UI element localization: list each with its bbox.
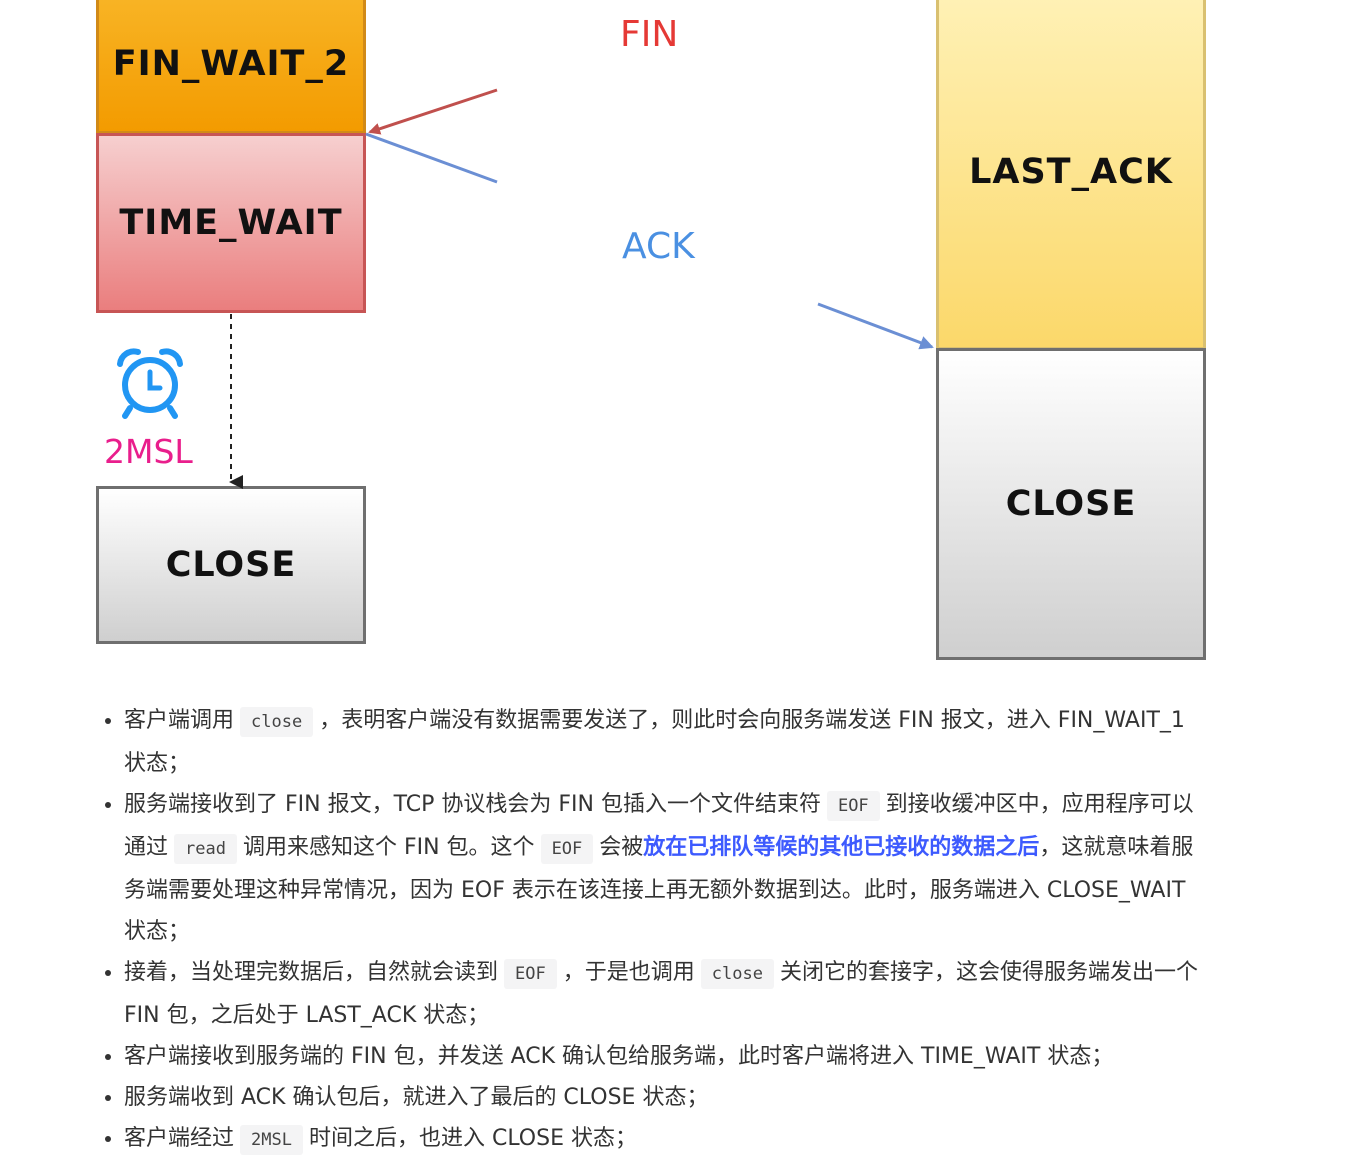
fin-label: FIN — [620, 14, 679, 55]
tcp-close-diagram: FIN_WAIT_2 TIME_WAIT CLOSE LAST_ACK CLOS… — [96, 0, 1206, 660]
server-state-close: CLOSE — [936, 348, 1206, 660]
arrows-layer — [229, 88, 934, 489]
client-state-time-wait: TIME_WAIT — [96, 133, 366, 313]
inline-code: EOF — [826, 791, 880, 821]
ack-label: ACK — [622, 226, 695, 267]
highlight-text: 放在已排队等候的其他已接收的数据之后 — [643, 835, 1040, 860]
ack-arrow — [817, 302, 934, 350]
list-item: 客户端接收到服务端的 FIN 包，并发送 ACK 确认包给服务端，此时客户端将进… — [124, 1036, 1210, 1077]
alarm-clock-icon — [117, 348, 183, 419]
inline-code: EOF — [540, 834, 594, 864]
server-state-last-ack: LAST_ACK — [936, 0, 1206, 350]
list-item: 服务端接收到了 FIN 报文，TCP 协议栈会为 FIN 包插入一个文件结束符E… — [124, 784, 1210, 952]
ack-line-out — [365, 132, 498, 184]
inline-code: EOF — [504, 959, 557, 989]
list-item: 服务端收到 ACK 确认包后，就进入了最后的 CLOSE 状态； — [124, 1077, 1210, 1118]
inline-code: 2MSL — [240, 1125, 303, 1155]
list-item: 接着，当处理完数据后，自然就会读到EOF，于是也调用close关闭它的套接字，这… — [124, 952, 1210, 1036]
inline-code: close — [240, 707, 314, 737]
inline-code: close — [700, 959, 774, 989]
client-state-fin-wait-2: FIN_WAIT_2 — [96, 0, 366, 134]
inline-code: read — [174, 834, 237, 864]
fin-arrow — [368, 88, 498, 135]
timer-label: 2MSL — [104, 432, 193, 471]
